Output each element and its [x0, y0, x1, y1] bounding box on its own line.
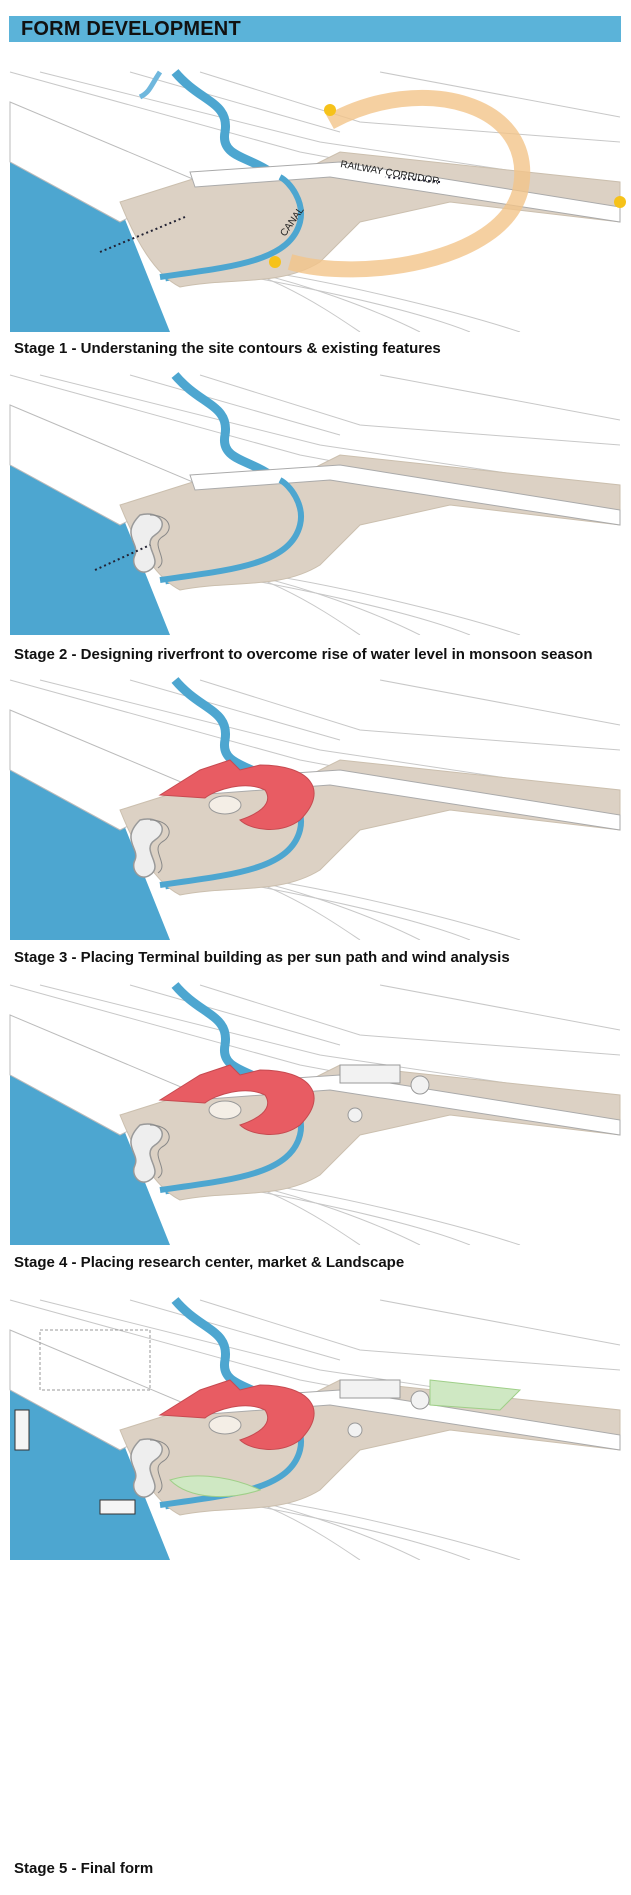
contour-line: [380, 1300, 620, 1345]
contour-line: [200, 680, 620, 750]
market-pavilion: [411, 1391, 429, 1409]
stage-3-diagram: [0, 670, 631, 940]
contour-line: [380, 375, 620, 420]
courtyard: [209, 1416, 241, 1434]
ferry-icon: [100, 1500, 135, 1514]
contour-line: [380, 680, 620, 725]
stage-2-caption: Stage 2 - Designing riverfront to overco…: [14, 646, 592, 663]
contour-line: [250, 1505, 470, 1560]
stage-2-diagram: [0, 365, 631, 635]
stage-5-caption: Stage 5 - Final form: [14, 1860, 153, 1877]
contour-line: [380, 985, 620, 1030]
sun-icon: [269, 256, 281, 268]
market-pavilion: [348, 1108, 362, 1122]
stage-4-caption: Stage 4 - Placing research center, marke…: [14, 1254, 404, 1271]
market-pavilion: [348, 1423, 362, 1437]
contour-line: [250, 1190, 470, 1245]
stage-1-caption: Stage 1 - Understaning the site contours…: [14, 340, 441, 357]
section-title: FORM DEVELOPMENT: [21, 18, 241, 41]
stage-5-diagram: [0, 1290, 631, 1560]
section-header: FORM DEVELOPMENT: [9, 16, 621, 42]
courtyard: [209, 796, 241, 814]
sun-icon: [324, 104, 336, 116]
research-center: [340, 1380, 400, 1398]
contour-line: [200, 72, 620, 142]
contour-line: [250, 885, 470, 940]
stage-4-diagram: [0, 975, 631, 1245]
contour-line: [200, 985, 620, 1055]
contour-line: [200, 375, 620, 445]
contour-line: [200, 1300, 620, 1370]
ship-icon: [15, 1410, 29, 1450]
research-center: [340, 1065, 400, 1083]
sun-icon: [614, 196, 626, 208]
contour-line: [250, 580, 470, 635]
contour-line: [250, 277, 470, 332]
courtyard: [209, 1101, 241, 1119]
stage-3-caption: Stage 3 - Placing Terminal building as p…: [14, 949, 510, 966]
market-pavilion: [411, 1076, 429, 1094]
